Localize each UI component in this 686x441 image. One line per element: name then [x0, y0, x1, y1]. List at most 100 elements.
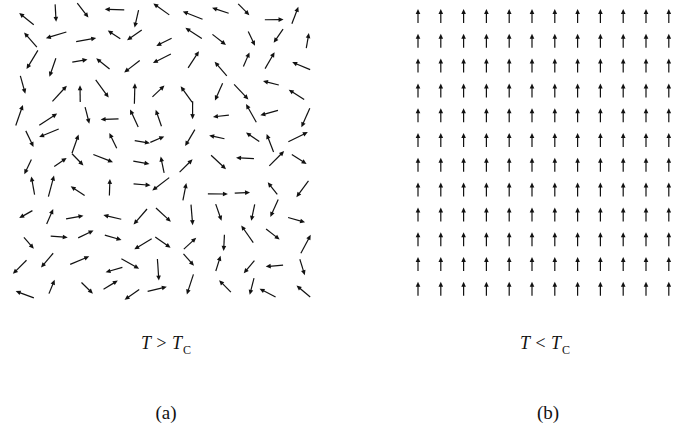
- spin-arrow: [461, 282, 466, 296]
- spin-arrow: [16, 291, 34, 298]
- arrow-shaft: [531, 87, 532, 98]
- spin-arrow: [667, 34, 672, 48]
- arrow-head: [575, 34, 580, 39]
- spin-arrow: [24, 160, 31, 175]
- spin-arrow: [575, 282, 580, 296]
- arrow-shaft: [645, 137, 646, 148]
- arrow-shaft: [417, 112, 418, 123]
- arrow-head: [667, 108, 672, 113]
- arrow-shaft: [577, 87, 578, 98]
- spin-arrow: [234, 84, 248, 99]
- arrow-shaft: [134, 87, 136, 104]
- arrow-shaft: [150, 138, 161, 143]
- arrow-shaft: [157, 259, 158, 277]
- arrow-head: [61, 158, 66, 163]
- arrow-head: [530, 282, 535, 287]
- arrow-head: [219, 280, 224, 285]
- arrow-shaft: [623, 62, 624, 73]
- spin-arrow: [416, 282, 421, 296]
- arrow-head: [530, 83, 535, 88]
- spin-arrow: [71, 186, 85, 195]
- arrow-head: [575, 9, 580, 14]
- arrow-head: [461, 232, 466, 237]
- arrow-shaft: [42, 129, 58, 136]
- arrow-shaft: [239, 157, 253, 159]
- arrow-head: [553, 108, 558, 113]
- arrow-head: [416, 83, 421, 88]
- arrow-shaft: [417, 261, 418, 272]
- arrow-head: [439, 232, 444, 237]
- arrow-head: [507, 257, 512, 262]
- spin-arrow: [155, 237, 170, 248]
- arrow-shaft: [136, 209, 147, 222]
- spin-arrow: [106, 267, 123, 273]
- arrow-shaft: [108, 9, 124, 11]
- spin-arrow: [183, 11, 203, 19]
- arrow-head: [46, 35, 51, 39]
- arrow-head: [217, 256, 221, 261]
- arrow-head: [530, 183, 535, 188]
- spin-arrow: [553, 158, 558, 172]
- panel-label: (a): [155, 402, 176, 423]
- spin-arrow: [297, 286, 311, 297]
- spin-arrow: [301, 108, 309, 127]
- arrow-head: [644, 83, 649, 88]
- arrow-head: [145, 183, 150, 188]
- spin-arrow: [507, 133, 512, 147]
- arrow-head: [644, 133, 649, 138]
- arrow-head: [63, 235, 68, 240]
- arrow-head: [507, 207, 512, 212]
- arrow-shaft: [301, 238, 309, 253]
- arrow-head: [553, 232, 558, 237]
- spin-arrow: [575, 158, 580, 172]
- spin-arrow: [96, 80, 109, 98]
- arrow-shaft: [183, 254, 191, 263]
- arrow-shaft: [531, 62, 532, 73]
- spin-arrow: [484, 133, 489, 147]
- arrow-shaft: [16, 108, 22, 125]
- arrow-shaft: [264, 110, 278, 114]
- arrow-head: [194, 51, 199, 56]
- arrow-shaft: [463, 236, 464, 247]
- arrow-shaft: [554, 186, 555, 197]
- spin-arrow: [667, 232, 672, 246]
- arrow-head: [621, 9, 626, 14]
- arrow-head: [104, 92, 109, 97]
- arrow-head: [461, 59, 466, 64]
- arrow-head: [575, 59, 580, 64]
- arrow-shaft: [645, 161, 646, 172]
- arrow-shaft: [66, 216, 80, 219]
- arrow-shaft: [93, 154, 109, 160]
- arrow-head: [575, 83, 580, 88]
- arrow-shaft: [111, 32, 121, 38]
- arrow-shaft: [668, 87, 669, 98]
- arrow-head: [78, 85, 83, 90]
- arrow-head: [484, 9, 489, 14]
- spin-arrow: [461, 133, 466, 147]
- arrow-shaft: [623, 37, 624, 48]
- spin-arrow: [507, 232, 512, 246]
- arrow-shaft: [85, 107, 88, 120]
- arrow-head: [27, 64, 32, 69]
- spin-arrow: [274, 29, 283, 43]
- spin-arrow: [575, 83, 580, 97]
- arrow-shaft: [463, 112, 464, 123]
- arrow-head: [84, 12, 89, 17]
- arrow-shaft: [417, 285, 418, 296]
- arrow-head: [159, 86, 164, 91]
- spin-arrow: [288, 132, 307, 142]
- arrow-head: [416, 207, 421, 212]
- spin-arrow: [52, 86, 66, 102]
- arrow-shaft: [268, 137, 274, 152]
- arrow-head: [78, 160, 83, 165]
- spin-arrow: [507, 158, 512, 172]
- spin-arrow: [13, 260, 27, 274]
- arrow-shaft: [266, 82, 278, 85]
- spin-arrow: [222, 235, 227, 251]
- arrow-head: [667, 282, 672, 287]
- arrow-head: [215, 95, 219, 101]
- arrow-shaft: [554, 261, 555, 272]
- spin-arrow: [20, 76, 26, 94]
- spin-arrow: [49, 58, 56, 77]
- spin-arrow: [621, 207, 626, 221]
